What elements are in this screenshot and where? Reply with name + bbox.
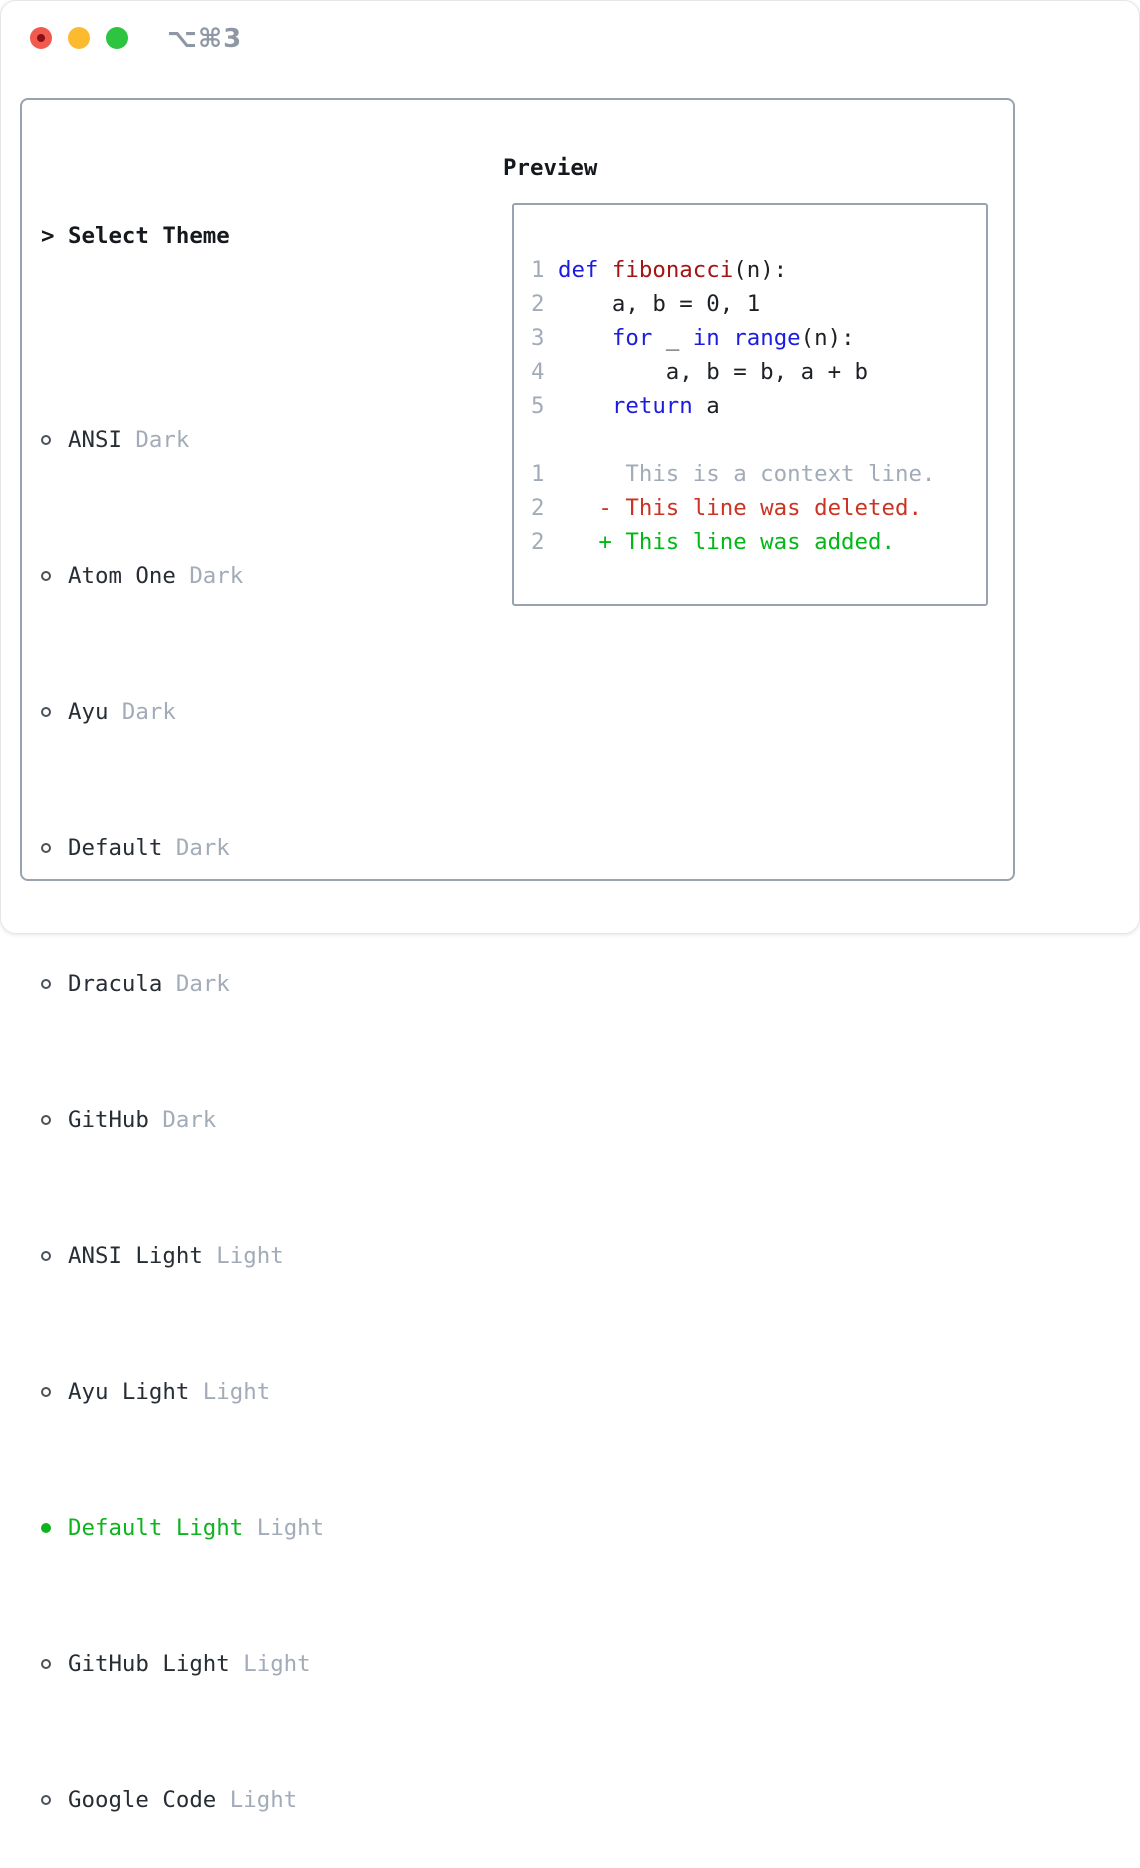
code-line: 3 for _ in range(n):: [531, 321, 982, 355]
select-theme-header: > Select Theme: [41, 219, 486, 253]
radio-icon: [41, 707, 51, 717]
minimize-button[interactable]: [68, 27, 90, 49]
theme-name: Dracula: [68, 971, 163, 997]
radio-icon: [41, 1523, 51, 1533]
code-segment-deleted: - This line was deleted.: [557, 495, 922, 521]
code-line: 5 return a: [531, 389, 982, 423]
theme-option[interactable]: ANSI Light Light: [41, 1239, 486, 1273]
theme-name: Atom One: [68, 563, 176, 589]
theme-variant-tag: Dark: [175, 563, 244, 589]
theme-name: GitHub: [68, 1107, 149, 1133]
theme-name: GitHub Light: [68, 1651, 230, 1677]
code-segment-keyword: def: [557, 257, 599, 283]
code-line: 2 - This line was deleted.: [531, 491, 982, 525]
theme-variant-tag: Dark: [108, 699, 176, 725]
line-number: 2: [531, 529, 558, 555]
theme-variant-tag: Light: [216, 1787, 298, 1813]
theme-variant-tag: Light: [202, 1243, 284, 1269]
code-line: 2 + This line was added.: [531, 525, 982, 559]
radio-icon: [41, 1251, 51, 1261]
code-segment-plain: (n):: [733, 257, 788, 283]
code-line: 1 This is a context line.: [531, 457, 982, 491]
line-number: 4: [531, 359, 558, 385]
theme-option[interactable]: Default Dark: [41, 831, 486, 865]
unsaved-dot-icon: [37, 34, 45, 42]
radio-icon: [41, 435, 51, 445]
radio-icon: [41, 1795, 51, 1805]
theme-variant-tag: Dark: [162, 835, 230, 861]
traffic-lights: [30, 27, 128, 49]
radio-icon: [41, 1387, 51, 1397]
theme-option[interactable]: GitHub Light Light: [41, 1647, 486, 1681]
theme-variant-tag: Light: [229, 1651, 311, 1677]
code-segment-keyword: return: [611, 393, 693, 419]
zoom-button[interactable]: [106, 27, 128, 49]
theme-variant-tag: Light: [243, 1515, 325, 1541]
line-number: 5: [531, 393, 558, 419]
code-segment-plain: [598, 257, 611, 283]
code-segment-plain: (n):: [800, 325, 855, 351]
line-number: [531, 427, 558, 453]
code-segment-plain: a: [692, 393, 720, 419]
code-segment-plain: [558, 393, 612, 419]
code-segment-plain: _: [652, 325, 693, 351]
theme-picker-panel: > Select Theme ANSI Dark Atom One Dark A…: [20, 98, 1015, 1813]
theme-name: Ayu: [68, 699, 109, 725]
line-number: 3: [531, 325, 558, 351]
theme-variant-tag: Dark: [121, 427, 190, 453]
theme-variant-tag: Dark: [148, 1107, 217, 1133]
theme-variant-tag: Dark: [162, 971, 230, 997]
code-line: 1 def fibonacci(n):: [531, 253, 982, 287]
theme-name: Google Code: [68, 1787, 217, 1813]
theme-option[interactable]: Ayu Dark: [41, 695, 486, 729]
code-segment-plain: [558, 325, 612, 351]
code-segment-keyword: for: [611, 325, 653, 351]
code-line: [531, 423, 982, 457]
theme-name: Default Light: [68, 1515, 244, 1541]
theme-name: Default: [68, 835, 163, 861]
theme-name: ANSI: [68, 427, 122, 453]
code-segment-added: + This line was added.: [557, 529, 895, 555]
line-number: 2: [531, 291, 558, 317]
line-number: 1: [531, 461, 558, 487]
theme-variant-tag: Light: [189, 1379, 271, 1405]
radio-icon: [41, 1659, 51, 1669]
app-window: ⌥⌘3 > Select Theme ANSI Dark Atom One Da…: [0, 0, 1140, 1813]
code-segment-plain: a, b = b, a + b: [557, 359, 869, 385]
theme-list: ANSI Dark Atom One Dark Ayu Dark Default…: [41, 355, 486, 1868]
theme-option[interactable]: ANSI Dark: [41, 423, 486, 457]
code-segment-keyword: in: [692, 325, 720, 351]
code-segment-plain: [720, 325, 733, 351]
theme-option[interactable]: Default Light Light: [41, 1511, 486, 1545]
theme-picker-column: > Select Theme ANSI Dark Atom One Dark A…: [41, 151, 486, 1868]
line-number: 1: [531, 257, 558, 283]
titlebar: ⌥⌘3: [1, 1, 1139, 98]
radio-icon: [41, 571, 51, 581]
theme-option[interactable]: Google Code Light: [41, 1783, 486, 1817]
theme-option[interactable]: Atom One Dark: [41, 559, 486, 593]
chevron-right-icon: >: [41, 223, 55, 249]
theme-option[interactable]: GitHub Dark: [41, 1103, 486, 1137]
radio-icon: [41, 1115, 51, 1125]
code-segment-context: This is a context line.: [557, 461, 936, 487]
theme-option[interactable]: Ayu Light Light: [41, 1375, 486, 1409]
line-number: 2: [531, 495, 558, 521]
radio-icon: [41, 843, 51, 853]
theme-name: Ayu Light: [68, 1379, 190, 1405]
code-line: 4 a, b = b, a + b: [531, 355, 982, 389]
code-segment-keyword: range: [733, 325, 801, 351]
code-segment-function: fibonacci: [611, 257, 734, 283]
window-title: ⌥⌘3: [167, 24, 243, 54]
code-segment-plain: a, b = 0, 1: [557, 291, 761, 317]
theme-option[interactable]: Dracula Dark: [41, 967, 486, 1001]
code-line: 2 a, b = 0, 1: [531, 287, 982, 321]
preview-label: Preview: [503, 155, 598, 181]
select-theme-label: Select Theme: [68, 223, 230, 249]
radio-icon: [41, 979, 51, 989]
theme-name: ANSI Light: [68, 1243, 203, 1269]
close-button[interactable]: [30, 27, 52, 49]
